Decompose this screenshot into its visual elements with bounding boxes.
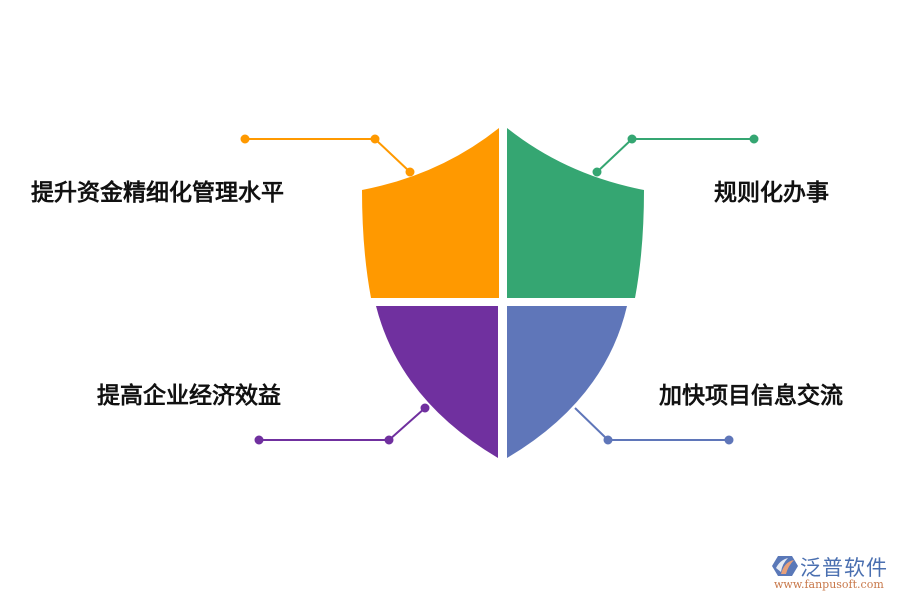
connector-bottom-right xyxy=(574,407,734,445)
connector-top-left xyxy=(240,134,415,177)
connector-bottom-left xyxy=(254,403,430,445)
label-top-left: 提升资金精细化管理水平 xyxy=(31,180,284,206)
fanpu-logo-icon xyxy=(772,556,798,576)
shield-quadrant-bottom-left xyxy=(376,306,498,458)
label-bottom-left: 提高企业经济效益 xyxy=(97,383,281,409)
label-bottom-right: 加快项目信息交流 xyxy=(659,383,843,409)
watermark-logo: 泛普软件 www.fanpusoft.com xyxy=(768,552,898,597)
connector-top-right xyxy=(592,134,759,177)
watermark-url: www.fanpusoft.com xyxy=(774,578,884,591)
watermark-brand: 泛普软件 xyxy=(800,556,888,580)
shield-quadrant-top-right xyxy=(507,128,644,298)
shield-quadrant-bottom-right xyxy=(507,306,627,458)
label-top-right: 规则化办事 xyxy=(714,180,829,206)
shield-quadrant-top-left xyxy=(362,128,499,298)
